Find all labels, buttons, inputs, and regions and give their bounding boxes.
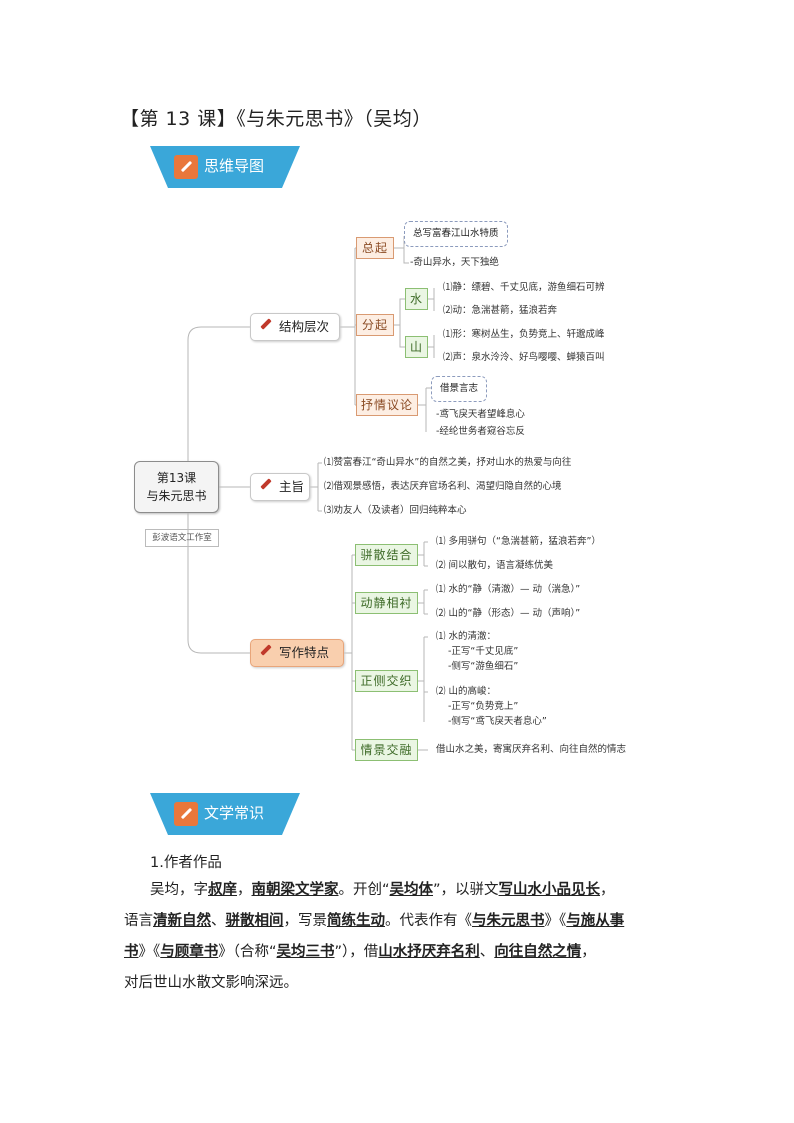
paragraph-line-1: 吴均，字叔庠，南朝梁文学家。开创“吴均体”，以骈文写山水小品见长， xyxy=(150,882,615,898)
node-structure: 结构层次 xyxy=(250,313,340,341)
shan-leaf-2: ⑵声：泉水泠泠、好鸟嘤嘤、蝉猿百叫 xyxy=(443,352,605,363)
banner-label: 思维导图 xyxy=(204,157,265,175)
zhengce-line-6: -侧写“鸢飞戾天者息心” xyxy=(448,716,547,727)
pencil-icon xyxy=(174,155,198,179)
shui-leaf-1: ⑴静：缥碧、千丈见底，游鱼细石可辨 xyxy=(443,282,605,293)
pen-icon xyxy=(260,318,272,330)
zhengce-line-2: -正写“千丈见底” xyxy=(448,646,519,657)
studio-label: 彭波语文工作室 xyxy=(145,529,219,547)
zongqi-box: 总写富春江山水特质 xyxy=(404,221,508,247)
paragraph-line-4: 对后世山水散文影响深远。 xyxy=(124,975,298,991)
zhengce-line-3: -侧写“游鱼细石” xyxy=(448,661,519,672)
pianzhi-leaf-1: ⑴ 多用骈句（“急湍甚箭，猛浪若奔”） xyxy=(436,536,601,547)
node-features: 写作特点 xyxy=(250,639,344,667)
paragraph-line-2: 语言清新自然、骈散相间，写景简练生动。代表作有《与朱元思书》《与施从事 xyxy=(124,913,625,929)
dongjing-leaf-1: ⑴ 水的“静（清澈）— 动（湍急）” xyxy=(436,584,581,595)
shuqing-leaf-2: -经纶世务者窥谷忘反 xyxy=(436,426,525,437)
root-lesson: 第13课 xyxy=(156,471,197,485)
node-theme-label: 主旨 xyxy=(279,479,305,494)
node-qingjing: 情景交融 xyxy=(355,739,418,761)
node-shuqing: 抒情议论 xyxy=(356,394,418,416)
zhengce-line-4: ⑵ 山的高峻： xyxy=(436,686,497,697)
node-structure-label: 结构层次 xyxy=(279,319,330,334)
mindmap-root: 第13课 与朱元思书 xyxy=(134,461,219,513)
node-shui: 水 xyxy=(405,288,428,310)
node-shan: 山 xyxy=(405,336,428,358)
theme-item-2: ⑵借观景感悟，表达厌弃官场名利、渴望归隐自然的心境 xyxy=(324,481,562,492)
banner-label: 文学常识 xyxy=(204,804,265,822)
node-fenqi: 分起 xyxy=(356,314,394,336)
node-theme: 主旨 xyxy=(250,473,310,501)
paragraph-line-3: 书》《与顾章书》（合称“吴均三书”），借山水抒厌弃名利、向往自然之情， xyxy=(124,944,596,960)
pen-icon xyxy=(260,644,272,656)
zongqi-leaf: -奇山异水，天下独绝 xyxy=(410,257,499,268)
shui-leaf-2: ⑵动：急湍甚箭，猛浪若奔 xyxy=(443,305,558,316)
shan-leaf-1: ⑴形：寒树丛生，负势竞上、轩邈成峰 xyxy=(443,329,605,340)
node-zhengce: 正侧交织 xyxy=(355,670,418,692)
pianzhi-leaf-2: ⑵ 间以散句，语言凝练优美 xyxy=(436,560,554,571)
node-pianzhi: 骈散结合 xyxy=(355,544,418,566)
knowledge-banner: 文学常识 xyxy=(150,793,300,835)
zhengce-line-1: ⑴ 水的清澈： xyxy=(436,631,497,642)
root-title: 与朱元思书 xyxy=(146,489,207,503)
node-dongjing: 动静相衬 xyxy=(355,592,418,614)
mindmap-banner: 思维导图 xyxy=(150,146,300,188)
section-heading: 1.作者作品 xyxy=(150,855,222,871)
pen-icon xyxy=(260,478,272,490)
theme-item-1: ⑴赞富春江“奇山异水”的自然之美，抒对山水的热爱与向往 xyxy=(324,457,572,468)
shuqing-box: 借景言志 xyxy=(431,376,488,402)
shuqing-leaf-1: -鸢飞戾天者望峰息心 xyxy=(436,409,525,420)
pencil-icon xyxy=(174,802,198,826)
node-zongqi: 总起 xyxy=(356,237,394,259)
node-features-label: 写作特点 xyxy=(279,645,330,660)
zhengce-line-5: -正写“负势竞上” xyxy=(448,701,519,712)
theme-item-3: ⑶劝友人（及读者）回归纯粹本心 xyxy=(324,505,467,516)
page-title: 【第 13 课】《与朱元思书》（吴均） xyxy=(120,108,432,130)
qingjing-leaf: 借山水之美，寄寓厌弃名利、向往自然的情志 xyxy=(436,744,627,755)
dongjing-leaf-2: ⑵ 山的“静（形态）— 动（声响）” xyxy=(436,608,581,619)
